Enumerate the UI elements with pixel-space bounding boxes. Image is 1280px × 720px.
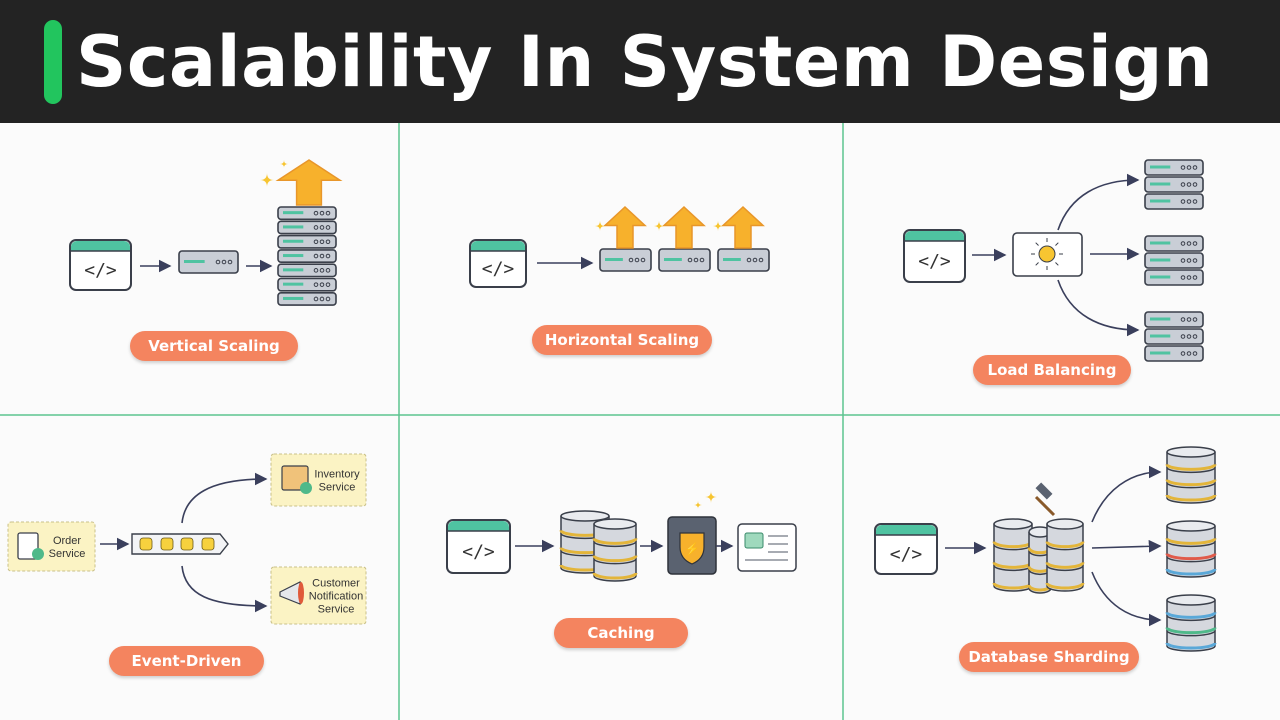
check-icon	[32, 548, 44, 560]
curved-arrow	[1091, 571, 1162, 627]
event-emoji-icon	[139, 537, 153, 551]
shield-icon	[679, 532, 705, 565]
database-icon	[1165, 446, 1217, 504]
service-label: Notification	[309, 591, 363, 603]
sparkle-icon	[713, 221, 723, 231]
server-icon	[277, 263, 337, 278]
database-icon	[1165, 520, 1217, 578]
code-glyph: </>	[890, 544, 923, 565]
sparkle-icon	[280, 160, 288, 168]
server-icon	[178, 250, 239, 274]
arrow	[1091, 539, 1162, 553]
server-stack-icon	[1144, 159, 1204, 210]
event-emoji-icon	[160, 537, 174, 551]
server-rack-icon	[277, 206, 337, 306]
server-icon	[277, 291, 337, 306]
server-icon	[1144, 345, 1204, 362]
browser-window-icon: </>	[874, 523, 938, 575]
check-icon	[300, 482, 312, 494]
curved-arrow	[1091, 465, 1162, 523]
event-emoji-icon	[201, 537, 215, 551]
panel-grid	[0, 123, 1280, 720]
service-label: Inventory	[314, 469, 360, 481]
service-label: Service	[319, 482, 356, 494]
cache-database-icon	[592, 518, 638, 582]
server-stack-icon	[1144, 311, 1204, 362]
page-title: Scalability In System Design	[76, 21, 1214, 103]
event-emoji-icon	[180, 537, 194, 551]
curved-arrow	[181, 472, 268, 524]
browser-window-icon: </>	[446, 519, 511, 574]
code-glyph: </>	[918, 251, 951, 272]
up-arrow-icon	[275, 159, 343, 206]
server-icon	[277, 220, 337, 235]
load-balancer-icon	[1012, 232, 1083, 277]
server-icon	[1144, 159, 1204, 176]
hammer-icon	[1034, 482, 1056, 517]
server-icon	[277, 234, 337, 249]
server-icon	[277, 206, 337, 221]
server-icon	[1144, 193, 1204, 210]
curved-arrow	[181, 565, 268, 613]
code-glyph: </>	[462, 542, 495, 563]
sparkle-icon	[260, 173, 274, 187]
server-icon	[1144, 328, 1204, 345]
load-balancing-label: Load Balancing	[973, 355, 1131, 385]
cache-server-icon: ⚡	[667, 516, 717, 575]
content-card-icon	[737, 523, 797, 572]
service-label: Order	[53, 535, 81, 547]
server-icon	[277, 277, 337, 292]
curved-arrow	[1057, 279, 1140, 337]
image-icon	[744, 532, 764, 549]
server-icon	[658, 248, 711, 272]
up-arrow-icon	[721, 205, 765, 249]
browser-window-icon: </>	[469, 239, 527, 288]
sparkle-icon	[694, 501, 702, 509]
server-icon	[277, 249, 337, 263]
up-arrow-icon	[662, 205, 706, 249]
event-driven-label: Event-Driven	[109, 646, 264, 676]
server-icon	[717, 248, 770, 272]
service-label: Customer	[312, 578, 360, 590]
caching-label: Caching	[554, 618, 688, 648]
server-icon	[1144, 235, 1204, 252]
event-queue-icon	[131, 533, 229, 555]
server-icon	[599, 248, 652, 272]
sparkle-icon	[595, 221, 605, 231]
server-icon	[1144, 176, 1204, 193]
database-icon	[1165, 594, 1217, 652]
sharded-database-icon	[992, 518, 1034, 592]
server-icon	[1144, 311, 1204, 328]
horizontal-scaling-label: Horizontal Scaling	[532, 325, 712, 355]
vertical-scaling-label: Vertical Scaling	[130, 331, 298, 361]
server-icon	[1144, 252, 1204, 269]
code-glyph: </>	[482, 259, 515, 280]
browser-window-icon: </>	[903, 229, 966, 283]
curved-arrow	[1057, 173, 1140, 231]
sparkle-icon	[654, 221, 664, 231]
browser-window-icon: </>	[69, 239, 132, 291]
sharded-database-icon	[1027, 526, 1053, 594]
database-sharding-label: Database Sharding	[959, 642, 1139, 672]
server-icon	[1144, 269, 1204, 286]
code-glyph: </>	[84, 260, 117, 281]
server-stack-icon	[1144, 235, 1204, 286]
sparkle-icon	[705, 491, 717, 503]
sharded-database-icon	[1045, 518, 1085, 592]
up-arrow-icon	[603, 205, 647, 249]
service-label: Service	[49, 548, 86, 560]
lightning-icon: ⚡	[685, 542, 700, 556]
header-banner: Scalability In System Design	[0, 0, 1280, 123]
accent-bar	[44, 20, 62, 104]
service-label: Service	[318, 604, 355, 616]
megaphone-icon	[279, 581, 301, 605]
box-icon	[281, 465, 309, 491]
